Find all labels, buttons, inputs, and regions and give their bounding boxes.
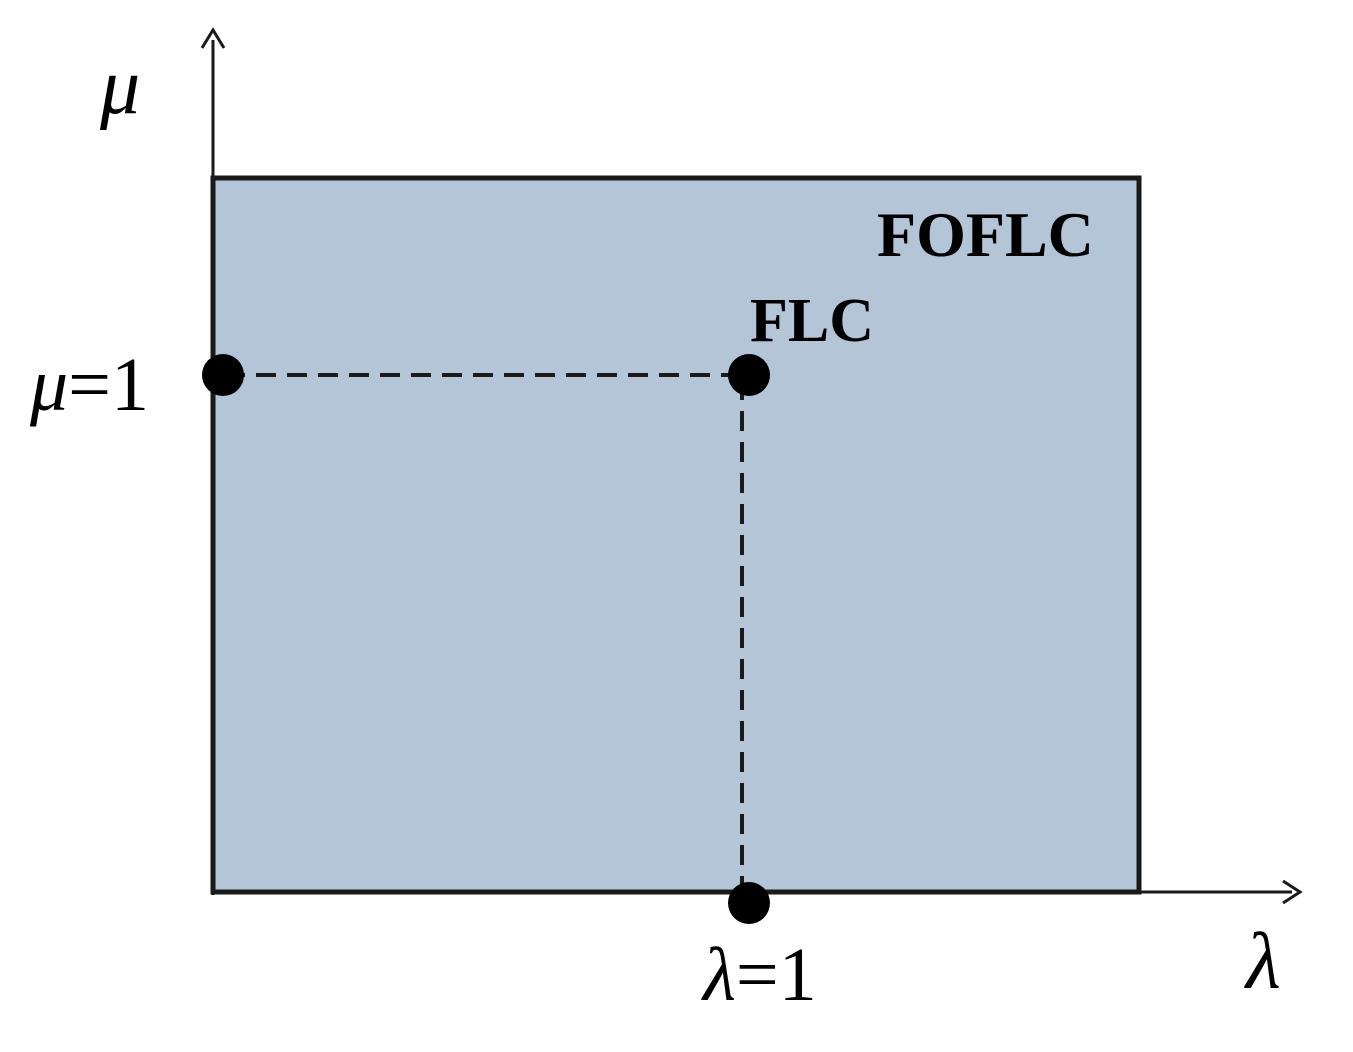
lambda-equals-one-label: λ=1 <box>701 933 817 1017</box>
y-axis-arrowhead <box>200 27 226 49</box>
x-axis-arrowhead <box>1282 879 1303 905</box>
mu-value: =1 <box>68 343 149 427</box>
mu-equals-one-label: μ=1 <box>29 343 149 427</box>
mu-symbol: μ <box>29 343 68 427</box>
foflc-region <box>210 175 1142 895</box>
point-lambda-1 <box>728 882 770 924</box>
lambda-value: =1 <box>736 933 817 1017</box>
point-flc <box>728 354 770 396</box>
x-axis-label: λ <box>1244 918 1281 1006</box>
y-axis-label: μ <box>99 43 140 131</box>
point-mu-1 <box>202 354 244 396</box>
flc-label: FLC <box>750 287 874 355</box>
foflc-label: FOFLC <box>877 199 1094 270</box>
lambda-symbol: λ <box>701 933 736 1017</box>
